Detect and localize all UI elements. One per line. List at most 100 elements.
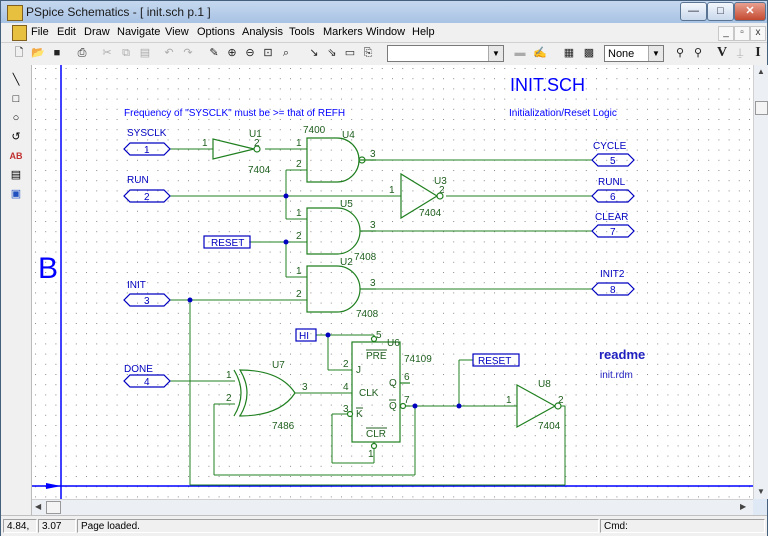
u5-and-gate[interactable] xyxy=(306,207,361,255)
scroll-right-icon[interactable]: ▶ xyxy=(740,502,747,511)
u7-ref: U7 xyxy=(272,360,285,371)
insert-picture-icon[interactable]: ▣ xyxy=(10,188,22,200)
port-sysclk[interactable] xyxy=(123,142,171,156)
menu-file[interactable]: File xyxy=(31,26,49,38)
current-display-icon[interactable]: ⍊ xyxy=(736,47,744,59)
sysclk-num: 1 xyxy=(144,145,150,156)
u2-pin1: 1 xyxy=(296,266,302,277)
combo-arrow-icon[interactable]: ▼ xyxy=(648,46,663,61)
schematic-drawing[interactable]: B INIT.SCH Frequency of "SYSCLK" must be… xyxy=(32,65,753,499)
clear-num: 7 xyxy=(610,227,616,238)
draw-line-icon[interactable]: ╲ xyxy=(12,74,20,86)
draw-wire-icon[interactable]: ↘ xyxy=(309,47,319,59)
port-init[interactable] xyxy=(123,293,171,307)
open-folder-icon[interactable]: 📂 xyxy=(31,47,45,59)
zoom-out-icon[interactable]: ⊖ xyxy=(245,47,255,59)
sysclk-label: SYSCLK xyxy=(127,128,167,139)
reset2-offpage[interactable] xyxy=(472,353,520,367)
setup-analysis-icon[interactable]: ▦ xyxy=(563,47,575,59)
simulate-icon[interactable]: ▩ xyxy=(583,47,595,59)
draw-block-icon[interactable]: ▭ xyxy=(344,47,356,59)
combo-arrow-icon[interactable]: ▼ xyxy=(488,46,503,61)
u4-ref: U4 xyxy=(342,130,355,141)
u8-inverter[interactable] xyxy=(516,383,557,429)
draw-bus-icon[interactable]: ⇘ xyxy=(327,47,337,59)
current-i-icon[interactable]: I xyxy=(755,45,761,60)
menu-options[interactable]: Options xyxy=(197,26,235,38)
bias-display-combo[interactable]: None ▼ xyxy=(604,45,664,62)
u7-xor-gate[interactable] xyxy=(238,369,296,417)
cut-icon[interactable]: ✂ xyxy=(102,47,112,59)
menu-tools[interactable]: Tools xyxy=(289,26,315,38)
paste-icon[interactable]: ▤ xyxy=(139,47,151,59)
scroll-down-icon[interactable]: ▼ xyxy=(757,487,765,496)
redo-icon[interactable]: ↷ xyxy=(183,47,193,59)
draw-box-icon[interactable]: □ xyxy=(12,93,20,105)
menu-markers[interactable]: Markers xyxy=(323,26,363,38)
menu-draw[interactable]: Draw xyxy=(84,26,110,38)
voltage-marker-icon[interactable]: ⚲ xyxy=(675,47,685,59)
u1-inverter[interactable] xyxy=(212,138,255,160)
new-file-icon[interactable]: 🗋 xyxy=(14,47,24,59)
voltage-display-icon[interactable]: V xyxy=(716,45,728,60)
port-runl[interactable] xyxy=(591,189,635,203)
menu-analysis[interactable]: Analysis xyxy=(242,26,283,38)
command-field[interactable]: Cmd: xyxy=(600,519,765,533)
cursor-x: 4.84, xyxy=(3,519,37,533)
horizontal-scrollbar[interactable]: ◀ ▶ xyxy=(32,499,753,515)
port-cycle[interactable] xyxy=(591,153,635,167)
hi-offpage[interactable] xyxy=(295,328,317,342)
pspice-app-icon xyxy=(7,5,23,21)
readme-title[interactable]: readme xyxy=(599,347,645,362)
current-marker-icon[interactable]: ⚲ xyxy=(693,47,703,59)
horizontal-scroll-thumb[interactable] xyxy=(46,501,61,514)
zoom-fit-icon[interactable]: ⌕ xyxy=(282,47,290,59)
menu-help[interactable]: Help xyxy=(412,26,435,38)
get-part-icon[interactable]: ⎘ xyxy=(363,47,373,59)
document-icon[interactable] xyxy=(12,25,27,41)
close-button[interactable]: ✕ xyxy=(734,2,766,21)
u3-inverter[interactable] xyxy=(400,172,439,220)
edit-attributes-icon[interactable]: ▬ xyxy=(514,47,526,59)
port-clear[interactable] xyxy=(591,224,635,238)
zoom-in-icon[interactable]: ⊕ xyxy=(227,47,237,59)
u1-type: 7404 xyxy=(248,165,271,176)
scroll-left-icon[interactable]: ◀ xyxy=(35,502,42,511)
doc-minimize-button[interactable]: _ xyxy=(718,26,734,41)
u4-nand-gate[interactable] xyxy=(306,137,360,183)
doc-restore-button[interactable]: ▫ xyxy=(734,26,750,41)
port-init2[interactable] xyxy=(591,282,635,296)
minimize-button[interactable]: — xyxy=(680,2,707,21)
copy-icon[interactable]: ⧉ xyxy=(122,47,130,59)
text-tool-icon[interactable]: AB xyxy=(9,151,23,161)
menu-window[interactable]: Window xyxy=(366,26,406,38)
undo-icon[interactable]: ↶ xyxy=(164,47,174,59)
schematic-title: INIT.SCH xyxy=(510,75,585,95)
vertical-scroll-thumb[interactable] xyxy=(755,101,768,115)
schematic-canvas[interactable]: B INIT.SCH Frequency of "SYSCLK" must be… xyxy=(32,65,753,499)
print-icon[interactable]: ⎙ xyxy=(77,47,87,59)
part-name-combo[interactable]: ▼ xyxy=(387,45,504,62)
scroll-up-icon[interactable]: ▲ xyxy=(757,67,765,76)
text-box-icon[interactable]: ▤ xyxy=(10,169,22,181)
draw-arc-icon[interactable]: ↺ xyxy=(11,131,21,143)
edit-symbol-icon[interactable]: ✍ xyxy=(533,47,547,59)
redraw-icon[interactable]: ✎ xyxy=(209,47,219,59)
u2-and-gate[interactable] xyxy=(306,265,361,313)
port-done[interactable] xyxy=(123,374,171,388)
doc-close-button[interactable]: x xyxy=(750,26,766,41)
save-icon[interactable]: ■ xyxy=(53,47,61,59)
u6-pre: PRE xyxy=(366,351,387,362)
u6-flipflop[interactable] xyxy=(351,341,401,443)
zoom-area-icon[interactable]: ⊡ xyxy=(263,47,273,59)
menu-edit[interactable]: Edit xyxy=(57,26,76,38)
menu-view[interactable]: View xyxy=(165,26,189,38)
maximize-button[interactable]: □ xyxy=(707,2,734,21)
vertical-scrollbar[interactable]: ▲ ▼ xyxy=(753,65,768,499)
menu-navigate[interactable]: Navigate xyxy=(117,26,161,38)
draw-circle-icon[interactable]: ○ xyxy=(12,112,20,124)
wires xyxy=(170,148,592,486)
reset-offpage[interactable] xyxy=(203,235,251,249)
port-run[interactable] xyxy=(123,189,171,203)
readme-file[interactable]: init.rdm xyxy=(600,370,633,381)
